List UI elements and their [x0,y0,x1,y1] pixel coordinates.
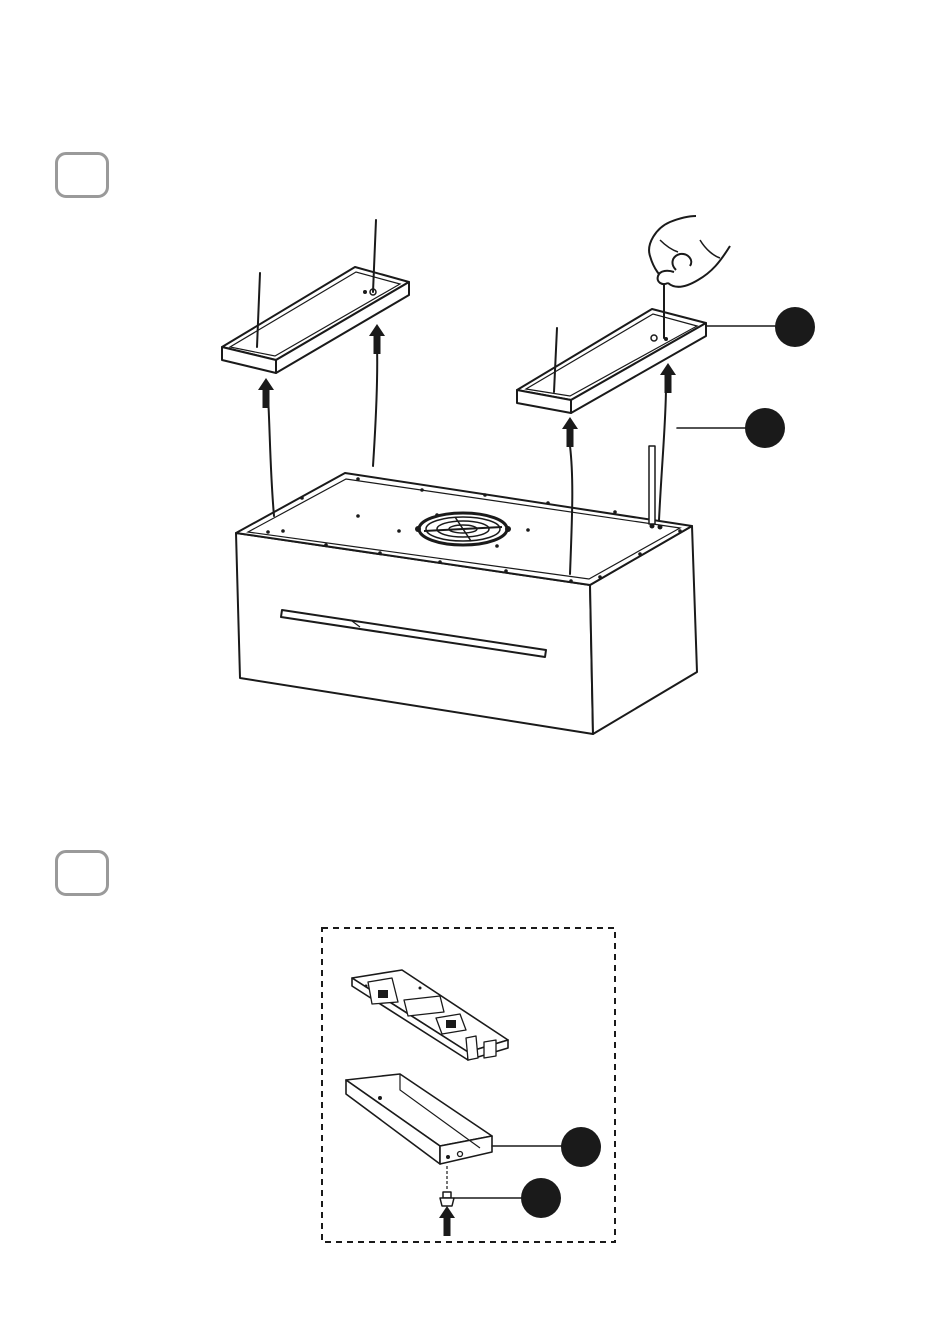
up-arrow-icon [562,417,578,447]
callout-bracket-top [775,307,815,347]
callout-bracket-bottom [561,1127,601,1167]
right-bracket [517,309,706,413]
up-arrow-icon [369,324,385,354]
up-arrow-icon [258,378,274,408]
up-arrow-icon [660,363,676,393]
motor-plate [352,970,508,1060]
screw [440,1166,454,1206]
up-arrow-icon [439,1206,455,1236]
fan-grille-icon [415,513,511,545]
detail-bracket [346,1074,492,1164]
callout-screw-bottom [521,1178,561,1218]
callout-wire-top [745,408,785,448]
left-bracket [222,267,409,373]
